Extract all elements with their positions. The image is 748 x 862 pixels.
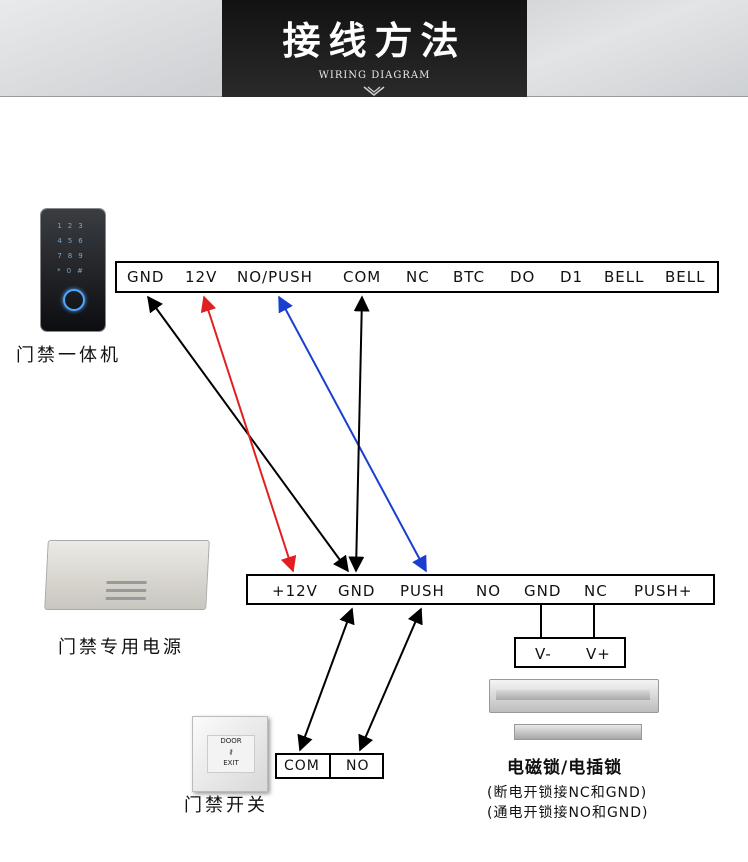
- page-subtitle: WIRING DIAGRAM: [318, 70, 431, 81]
- lock-terminal-strip: V- V+: [514, 637, 626, 668]
- wire-exit-no: [358, 607, 423, 752]
- keypad-terminal: NC: [406, 268, 430, 286]
- fingerprint-icon: [63, 289, 85, 311]
- keypad-terminal: DO: [510, 268, 536, 286]
- title-box: [222, 0, 527, 97]
- lock-terminal: V-: [535, 645, 552, 663]
- exit-terminal: NO: [346, 758, 370, 774]
- wire-12v: [200, 295, 297, 573]
- power-terminal: PUSH: [400, 582, 445, 600]
- power-terminal: NC: [584, 582, 608, 600]
- keypad-terminal: NO/PUSH: [237, 268, 313, 286]
- keypad-terminal: GND: [127, 268, 165, 286]
- exit-button-text-bottom: EXIT: [223, 759, 239, 767]
- keypad-terminal: 12V: [185, 268, 218, 286]
- keypad-terminal: BELL: [665, 268, 706, 286]
- exit-terminal: COM: [284, 758, 320, 774]
- lock-label: 电磁锁/电插锁: [507, 758, 623, 778]
- lock-armature-plate: [514, 724, 642, 740]
- exit-button-image: DOOR ⚷ EXIT: [192, 716, 268, 792]
- magnetic-lock-image: [489, 679, 659, 713]
- keypad-terminal: COM: [343, 268, 382, 286]
- lock-note-nc: (断电开锁接NC和GND): [487, 785, 648, 801]
- wire-push: [278, 295, 427, 573]
- keypad-terminal: D1: [560, 268, 584, 286]
- keypad-terminal: BTC: [453, 268, 486, 286]
- power-terminal: GND: [524, 582, 562, 600]
- wire-exit-com: [297, 607, 355, 752]
- power-terminal: PUSH+: [634, 582, 693, 600]
- key-icon: ⚷: [228, 748, 234, 756]
- page-title: 接线方法: [282, 19, 467, 63]
- lock-note-no: (通电开锁接NO和GND): [487, 805, 649, 821]
- keypad-label: 门禁一体机: [16, 345, 121, 366]
- exit-terminal-strip: COM NO: [275, 753, 384, 779]
- power-terminal: GND: [338, 582, 376, 600]
- lock-terminal: V+: [586, 645, 611, 663]
- chevron-down-icon: [363, 86, 385, 96]
- power-terminal: NO: [476, 582, 502, 600]
- exit-button-label: 门禁开关: [184, 795, 268, 816]
- keypad-terminal-strip: GND 12V NO/PUSH COM NC BTC DO D1 BELL BE…: [115, 261, 719, 293]
- keypad-terminal: BELL: [604, 268, 645, 286]
- power-supply-label: 门禁专用电源: [58, 637, 184, 658]
- exit-button-text-top: DOOR: [220, 737, 242, 745]
- power-terminal: +12V: [272, 582, 318, 600]
- wire-com: [348, 295, 370, 573]
- power-terminal-strip: +12V GND PUSH NO GND NC PUSH+: [246, 574, 715, 605]
